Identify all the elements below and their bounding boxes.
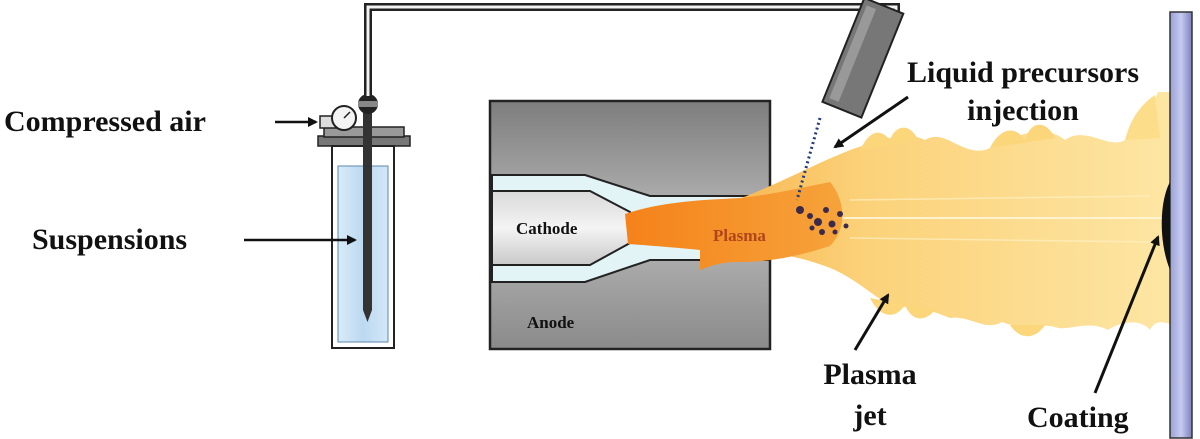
plasma-core (625, 182, 843, 270)
coating-label: Coating (1027, 401, 1129, 434)
compressed-air-label: Compressed air (4, 105, 206, 138)
injection-label-line1: Liquid precursors (907, 56, 1139, 89)
injection-arrow (833, 95, 909, 149)
injected-droplets (795, 117, 849, 235)
plasma-jet-label-line2: jet (853, 399, 887, 432)
substrate (1169, 11, 1193, 439)
cathode-label: Cathode (516, 219, 578, 238)
coating-arrow (1093, 235, 1160, 394)
injector-nozzle (821, 0, 905, 119)
anode-label: Anode (527, 313, 575, 332)
plasma-plume (700, 92, 1178, 337)
plasma-jet-arrow (853, 293, 890, 351)
feed-needle (363, 110, 372, 322)
suspensions-label: Suspensions (32, 223, 188, 256)
injection-label-line2: injection (967, 94, 1079, 127)
coating-layer (1161, 182, 1170, 270)
valve-icon (358, 94, 378, 114)
plasma-jet-label-line1: Plasma (823, 358, 917, 391)
feed-line (364, 3, 900, 96)
pressure-gauge-icon (319, 105, 357, 131)
plasma-core-label: Plasma (713, 226, 766, 245)
